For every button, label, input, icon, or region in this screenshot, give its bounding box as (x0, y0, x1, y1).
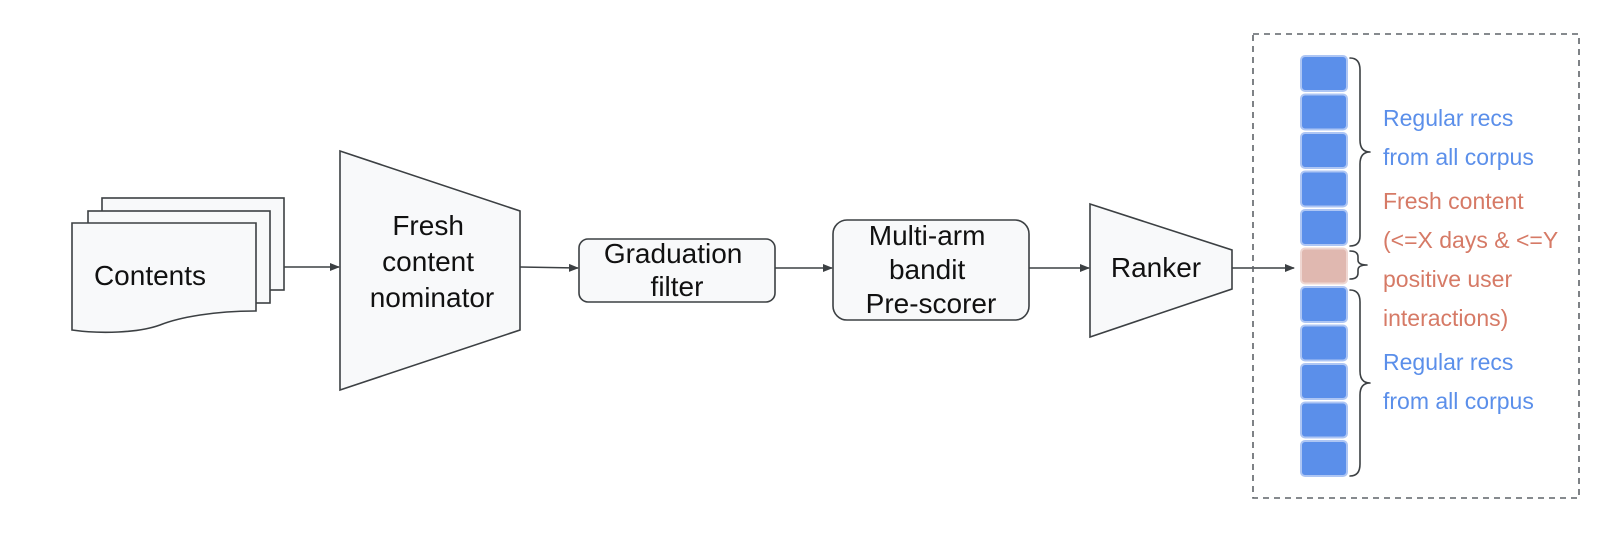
regular-recs-top-line-1: Regular recs (1383, 105, 1513, 131)
nominator-label: Fresh content nominator (370, 210, 495, 313)
fresh-content-brace (1349, 250, 1368, 280)
graduation-filter-box (578, 238, 776, 303)
bandit-prescorer-label-line-1: Multi-arm (869, 220, 986, 251)
regular-rec-slot (1300, 286, 1348, 323)
bandit-prescorer-label-line-3: Pre-scorer (866, 288, 997, 319)
fresh-content-line-3: positive user (1383, 266, 1512, 292)
regular-rec-slot (1300, 440, 1348, 477)
results-container (1252, 33, 1580, 499)
graduation-filter-label-line-1: Graduation (604, 238, 743, 269)
nominator-label-line-2: content (382, 246, 474, 277)
regular-recs-bottom-line-2: from all corpus (1383, 388, 1534, 414)
bandit-prescorer-box (832, 219, 1030, 321)
regular-rec-slot (1300, 324, 1348, 362)
contents-document-shape (71, 222, 257, 334)
fresh-content-line-4: interactions) (1383, 305, 1508, 331)
regular-recs-top-brace (1349, 57, 1371, 247)
graduation-filter-node: Graduation filter (578, 238, 776, 303)
regular-rec-slot (1300, 363, 1348, 400)
regular-recs-top-note: Regular recs from all corpus (1383, 105, 1534, 170)
graduation-filter-label: Graduation filter (604, 238, 750, 302)
bandit-prescorer-label-line-2: bandit (889, 254, 966, 285)
fresh-content-line-1: Fresh content (1383, 188, 1524, 214)
fresh-content-note: Fresh content (<=X days & <=Y positive u… (1383, 188, 1558, 331)
regular-recs-top-line-2: from all corpus (1383, 144, 1534, 170)
regular-recs-bottom-brace (1349, 289, 1371, 477)
recommendation-slot-list (1300, 55, 1348, 477)
graduation-filter-label-line-2: filter (651, 271, 704, 302)
fresh-content-slot (1300, 247, 1348, 285)
ranker-trapezoid (1089, 202, 1233, 339)
regular-rec-slot (1300, 209, 1348, 246)
contents-node: Contents (71, 197, 285, 334)
bandit-prescorer-node: Multi-arm bandit Pre-scorer (832, 219, 1030, 321)
regular-rec-slot (1300, 93, 1348, 131)
nominator-label-line-1: Fresh (392, 210, 464, 241)
fresh-content-line-2: (<=X days & <=Y (1383, 227, 1558, 253)
arrow-nominator-to-graduation (519, 263, 579, 272)
regular-recs-bottom-note: Regular recs from all corpus (1383, 349, 1534, 414)
nominator-label-line-3: nominator (370, 282, 495, 313)
nominator-trapezoid (339, 149, 521, 392)
regular-rec-slot (1300, 170, 1348, 208)
regular-rec-slot (1300, 132, 1348, 169)
contents-label: Contents (94, 260, 206, 291)
ranker-label: Ranker (1111, 252, 1201, 283)
regular-recs-bottom-line-1: Regular recs (1383, 349, 1513, 375)
regular-rec-slot (1300, 55, 1348, 92)
nominator-node: Fresh content nominator (339, 149, 521, 392)
ranker-node: Ranker (1089, 202, 1233, 339)
bandit-prescorer-label: Multi-arm bandit Pre-scorer (866, 220, 997, 319)
regular-rec-slot (1300, 401, 1348, 439)
